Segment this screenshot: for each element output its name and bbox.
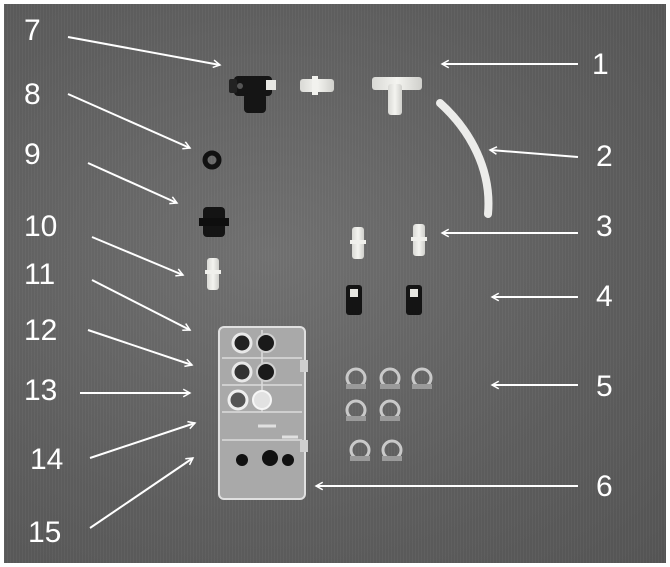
part-6-organizer-case: [218, 326, 308, 500]
part-4-connectors: [346, 285, 422, 315]
arrow-9: [87, 162, 177, 203]
arrow-8: [67, 93, 190, 148]
photo-background: [4, 4, 666, 563]
part-1-tee: [372, 77, 422, 115]
arrow-11: [91, 279, 190, 330]
part-8-ring: [202, 150, 222, 170]
part-3-fittings: [350, 224, 427, 259]
label-1: 1: [592, 48, 609, 81]
arrow-2: [490, 150, 579, 158]
label-11: 11: [24, 258, 56, 291]
arrow-7: [67, 36, 220, 65]
part-7-black-valve: [229, 76, 276, 113]
part-2-tube: [436, 99, 493, 218]
label-6: 6: [596, 470, 613, 503]
label-2: 2: [596, 140, 613, 173]
part-10-fitting: [205, 258, 221, 290]
label-8: 8: [24, 78, 41, 111]
label-5: 5: [596, 370, 613, 403]
arrow-14: [89, 423, 195, 459]
part-white-connector-straight: [300, 76, 334, 95]
label-14: 14: [30, 443, 64, 476]
arrow-10: [91, 236, 183, 275]
label-7: 7: [24, 14, 41, 47]
label-13: 13: [24, 374, 58, 407]
label-10: 10: [24, 210, 58, 243]
label-4: 4: [596, 280, 613, 313]
part-5-clamp-screws: [346, 384, 432, 461]
label-15: 15: [28, 516, 62, 549]
part-5-clamps: [345, 367, 433, 461]
label-12: 12: [24, 314, 58, 347]
label-3: 3: [596, 210, 613, 243]
arrow-12: [87, 329, 192, 365]
label-9: 9: [24, 138, 41, 171]
arrow-15: [89, 458, 193, 529]
callout-arrows: [67, 36, 579, 529]
part-9-cap: [199, 207, 229, 237]
